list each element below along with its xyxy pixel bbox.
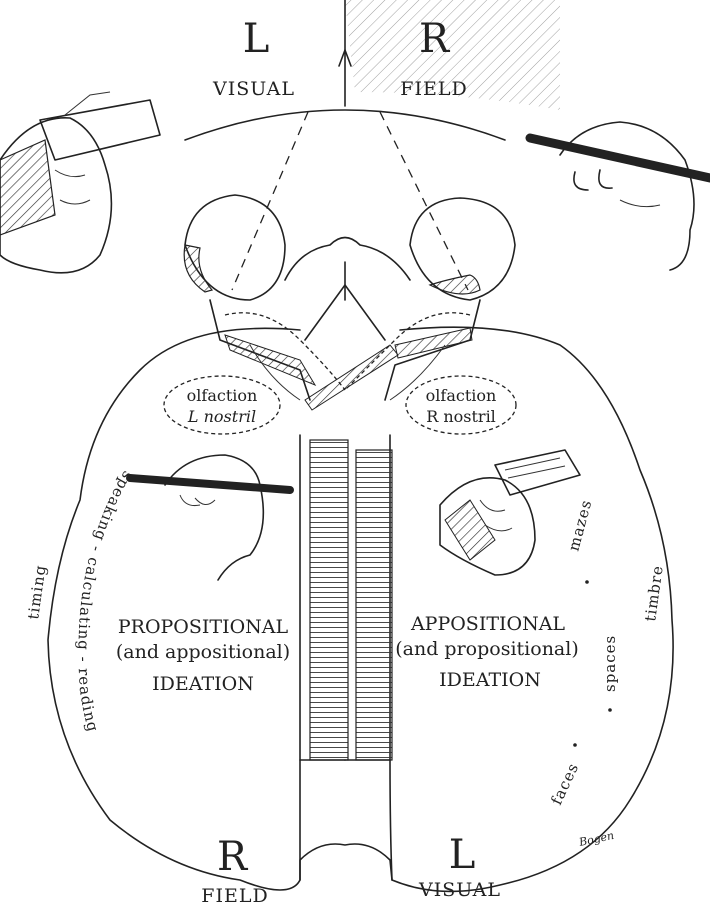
bullet-dot [585, 580, 589, 584]
fixation-arrow [338, 49, 352, 67]
right-dashed-pathway [344, 312, 471, 391]
bullet-dot [608, 708, 612, 712]
right-ray-to-right-eye [379, 111, 469, 291]
left-ray-to-left-eye [231, 111, 309, 291]
right-olfaction-oval [405, 375, 517, 435]
visual-field-arc [184, 109, 506, 141]
right-olfaction-label: olfaction [426, 386, 497, 405]
right-retina-hatching [428, 274, 481, 295]
left-hemisphere-hand-with-pen-icon [126, 454, 294, 581]
left-hemisphere-title: PROPOSITIONAL [118, 616, 289, 638]
right-corpus-callosum [355, 449, 393, 761]
right-visual-field-hatching [345, 0, 560, 110]
top-right-hand-with-pen-icon [525, 121, 710, 271]
right-hemisphere-subtitle: (and propositional) [395, 638, 579, 660]
right-nostril-label: R nostril [426, 407, 496, 426]
skill-timbre: timbre [641, 564, 667, 623]
top-left-field-word: VISUAL [212, 78, 295, 100]
left-corpus-callosum [309, 439, 349, 761]
nasal-outline [284, 236, 411, 281]
right-eyeball [409, 197, 516, 301]
right-optic-pathway [384, 299, 481, 401]
right-hemisphere-hand-with-card-icon [439, 449, 581, 576]
top-right-field-word: FIELD [400, 78, 467, 100]
skill-speaking-path: speaking - calculating - reading [74, 468, 136, 734]
olfactory-tracts [304, 284, 386, 341]
bottom-left-field-word: FIELD [201, 885, 268, 907]
top-right-letter: R [419, 16, 451, 62]
left-optic-tract-hatched [224, 334, 317, 387]
artist-signature: Bogen [577, 829, 615, 849]
left-eyeball [184, 194, 286, 301]
skill-timing: timing [24, 563, 49, 620]
left-hemisphere-subtitle: (and appositional) [116, 641, 290, 663]
left-nostril-label: L nostril [187, 407, 256, 426]
optic-chiasm-crossing [304, 344, 399, 411]
left-hemisphere-ideation: IDEATION [152, 673, 254, 695]
optic-radiation-lines [249, 344, 446, 401]
bullet-dot [573, 743, 577, 747]
left-retina-hatching [183, 244, 214, 293]
left-olfaction-oval [163, 375, 281, 435]
skill-faces: faces [547, 760, 582, 808]
left-olfaction-label: olfaction [187, 386, 258, 405]
right-hemisphere-ideation: IDEATION [439, 669, 541, 691]
bottom-left-letter: R [217, 834, 249, 880]
skill-speaking-calculating-reading: speaking - calculating - reading [74, 468, 137, 734]
skill-mazes: mazes [564, 498, 595, 554]
skill-spaces: spaces [601, 635, 619, 692]
right-occipital-edge [389, 759, 393, 881]
bottom-right-field-word: VISUAL [418, 879, 501, 901]
left-dashed-pathway [224, 312, 346, 391]
right-hemisphere-title: APPOSITIONAL [410, 613, 565, 635]
top-left-letter: L [243, 16, 270, 62]
top-left-hand-with-card-icon [0, 91, 161, 274]
right-optic-tract-hatched [394, 327, 473, 359]
bottom-right-letter: L [449, 832, 476, 878]
brain-outline [47, 326, 674, 893]
